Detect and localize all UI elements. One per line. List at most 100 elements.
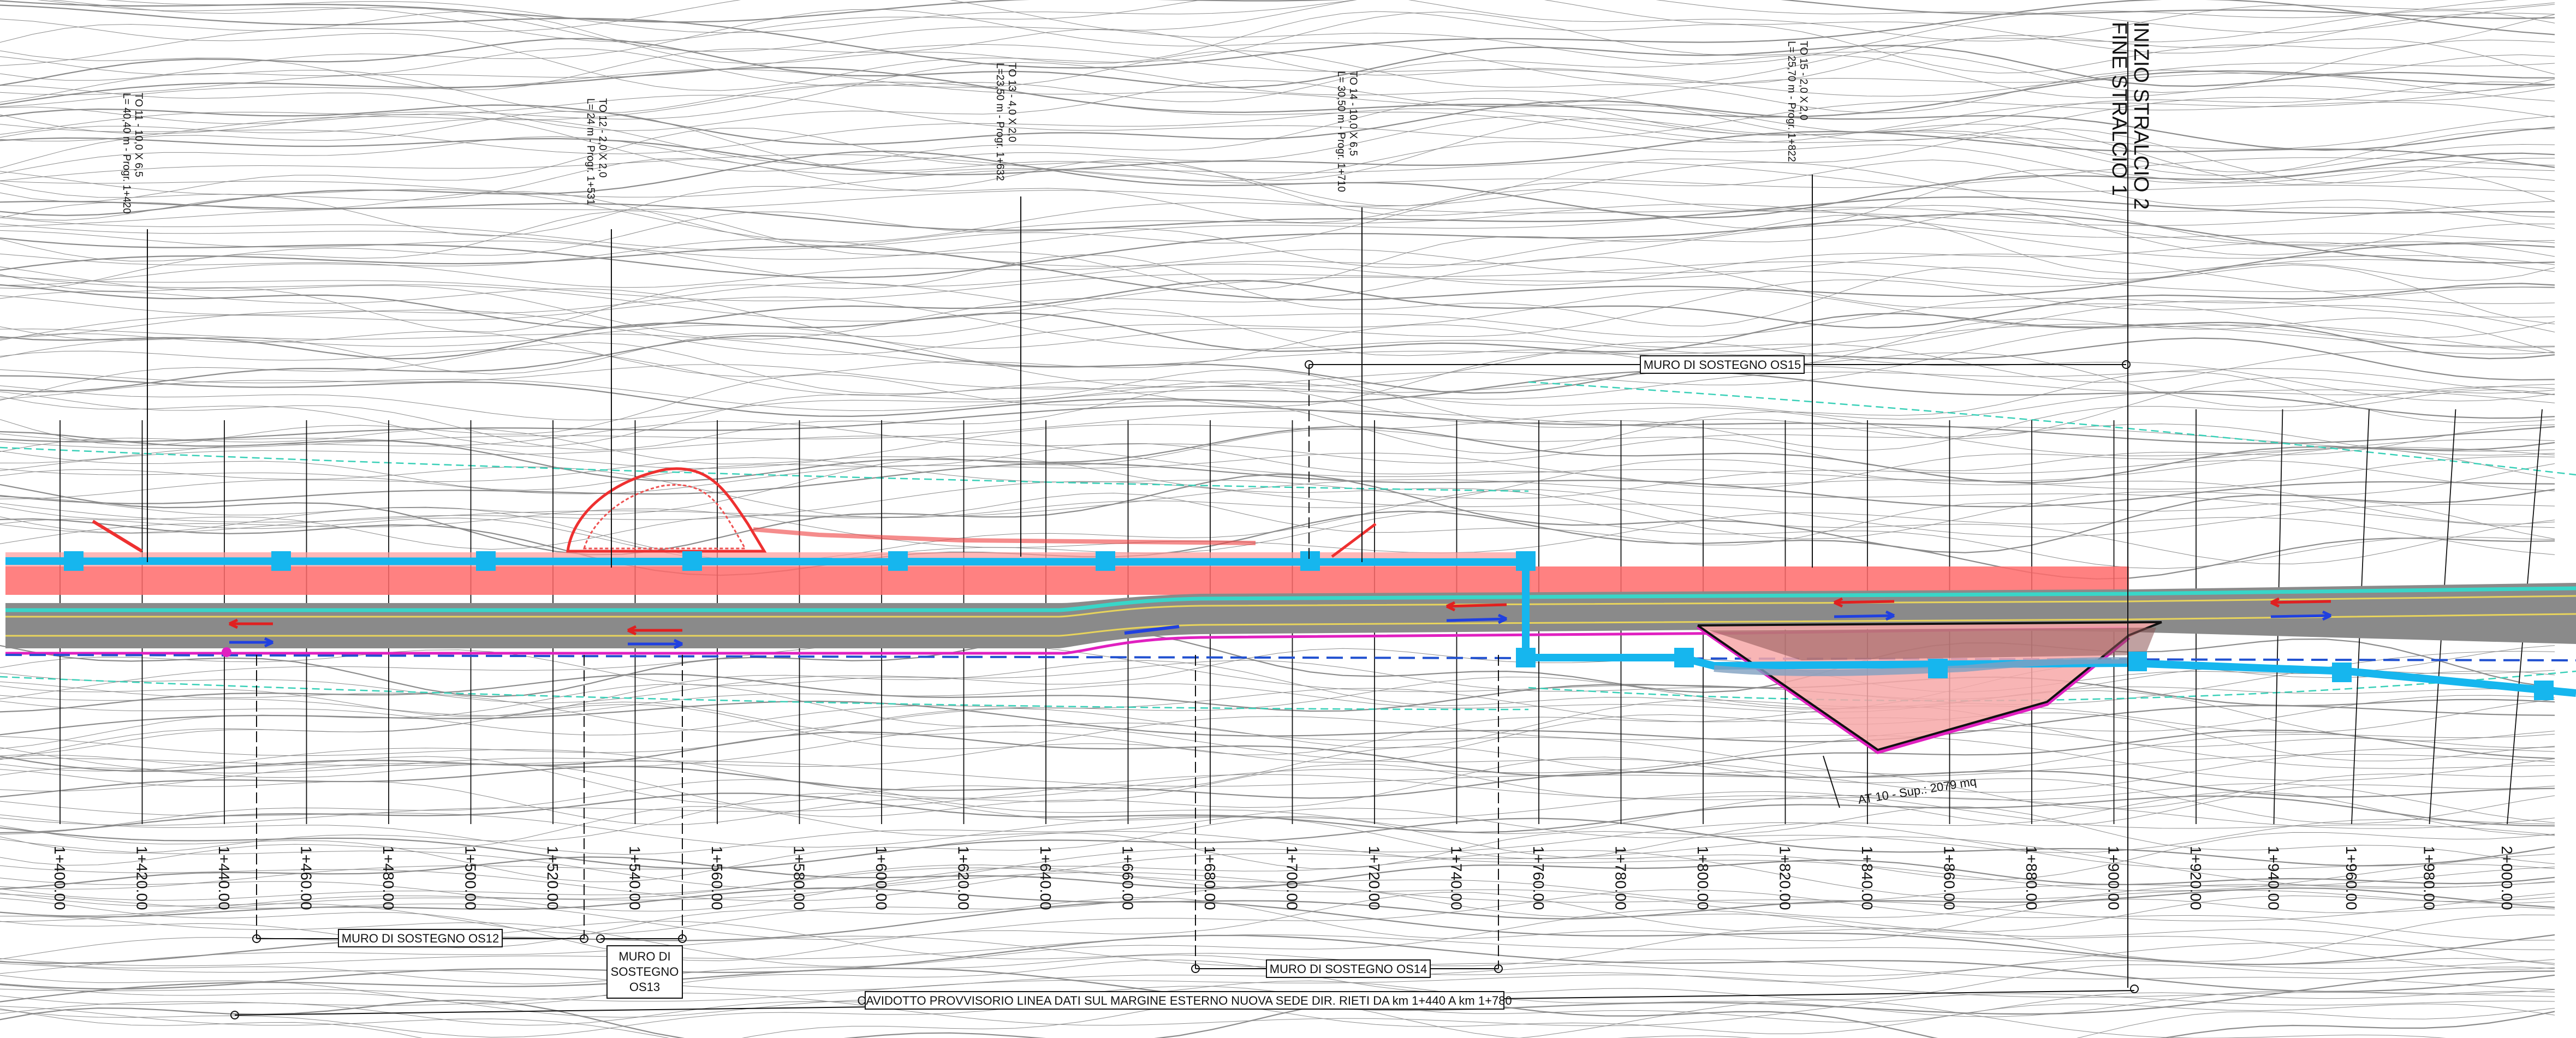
contour-line [0, 94, 2555, 140]
contour-line [0, 885, 2555, 934]
contour-line [0, 342, 2555, 408]
contour-line [0, 100, 2555, 151]
culvert-to15-code: TO 15 - 2,0 X 2,0 [1798, 41, 1809, 120]
contour-line [0, 136, 2555, 184]
contour-line [0, 11, 2555, 74]
contour-line [0, 974, 2555, 1002]
chainage-label: 2+000.00 [2498, 846, 2515, 910]
chainage-label: 1+440.00 [216, 846, 233, 910]
contour-line [0, 459, 2555, 524]
chainage-label: 1+880.00 [2023, 846, 2040, 910]
wall-labels: MURO DI SOSTEGNO OS12 MURO DI SOSTEGNO O… [338, 355, 1977, 1010]
chainage-label: 1+760.00 [1530, 846, 1547, 910]
contour-line [0, 44, 2555, 97]
contour-line [0, 645, 2555, 693]
contour-line [0, 279, 2555, 329]
contour-line [0, 892, 2555, 962]
contour-line [0, 11, 2555, 93]
chainage-label: 1+420.00 [134, 846, 151, 910]
chainage-label: 1+720.00 [1366, 846, 1383, 910]
utility-marker [2534, 681, 2554, 700]
chainage-label: 1+740.00 [1448, 846, 1465, 910]
culvert-to11-detail: L= 40,40 m - Progr. 1+420 [121, 93, 132, 214]
area-at10 [1696, 621, 2162, 808]
contour-line [0, 224, 2555, 287]
contour-line [0, 1000, 2446, 1038]
contour-line [0, 492, 2555, 550]
contour-line [0, 676, 2555, 733]
chainage-label: 1+940.00 [2265, 846, 2282, 910]
contour-line [0, 312, 2555, 360]
contour-line [0, 993, 2555, 1027]
contour-line [0, 704, 2555, 763]
utility-marker [1096, 551, 1115, 571]
contour-line [0, 836, 2555, 902]
utility-marker [64, 551, 84, 571]
contour-line [0, 426, 2555, 484]
teal-alignment-line [5, 586, 2576, 612]
contour-line [0, 998, 2555, 1038]
contour-line [0, 0, 2555, 69]
contour-line [0, 822, 2555, 890]
contour-line [0, 421, 2555, 464]
contour-line [0, 456, 2555, 540]
red-hill-outline [566, 467, 767, 553]
contour-line [0, 128, 2555, 206]
contour-line [0, 683, 2555, 717]
contour-line [0, 479, 2555, 528]
culvert-to12-code: TO 12 - 2,0 X 2,0 [597, 98, 608, 177]
utility-marker [1674, 648, 1694, 667]
contour-line [0, 213, 2555, 278]
contour-line [0, 716, 2555, 781]
contour-line [0, 887, 2555, 920]
utility-marker [888, 551, 908, 571]
contour-line [0, 282, 2555, 338]
wall-os12-label: MURO DI SOSTEGNO OS12 [342, 932, 499, 945]
culvert-to14-detail: L= 30,50 m - Progr. 1+710 [1335, 71, 1347, 192]
contour-line [0, 708, 2555, 775]
chainage-label: 1+960.00 [2343, 846, 2360, 910]
contour-line [0, 196, 2555, 231]
culvert-to12-detail: L= 24 m - Progr. 1+531 [585, 98, 596, 205]
contour-line [0, 243, 2555, 301]
utility-marker [476, 551, 496, 571]
contour-line [0, 253, 2555, 321]
contour-line [0, 324, 2555, 368]
contour-line [0, 997, 2555, 1038]
chainage-label: 1+500.00 [462, 846, 479, 910]
contour-line [0, 452, 2555, 494]
utility-marker [271, 551, 291, 571]
contour-line [0, 754, 2555, 787]
contour-line [0, 279, 2555, 349]
culvert-to13-code: TO 13 - 4,0 X 2,0 [1006, 63, 1018, 142]
conduit-note: CAVIDOTTO PROVVISORIO LINEA DATI SUL MAR… [857, 994, 1512, 1007]
contour-line [0, 457, 2555, 499]
contour-line [0, 204, 2555, 251]
section-end-label: FINE STRALCIO 1 [2108, 22, 2131, 196]
chainage-label: 1+860.00 [1941, 846, 1958, 910]
contour-line [0, 162, 2555, 198]
boundary-dashed-line [1528, 670, 2576, 702]
utility-marker [1516, 551, 1536, 571]
contour-line [0, 365, 2555, 411]
contour-line [0, 424, 2555, 472]
contour-line [0, 324, 2555, 383]
contour-line [0, 0, 2555, 23]
chainage-label: 1+560.00 [709, 846, 725, 910]
contour-line [0, 816, 2555, 882]
chainage-label: 1+640.00 [1037, 846, 1054, 910]
wall-os13-line1: MURO DI [618, 950, 670, 963]
contour-line [0, 261, 2555, 301]
contour-line [0, 462, 2555, 508]
contour-line [0, 62, 2555, 141]
utility-markers [64, 551, 2554, 700]
contour-line [0, 111, 2555, 185]
contour-line [0, 159, 2555, 236]
contour-line [0, 763, 2555, 826]
contour-line [0, 189, 2555, 256]
culvert-to15-detail: L= 25,70 m - Progr. 1+822 [1786, 41, 1797, 162]
contour-line [0, 684, 2555, 749]
contour-line [37, 0, 2555, 43]
